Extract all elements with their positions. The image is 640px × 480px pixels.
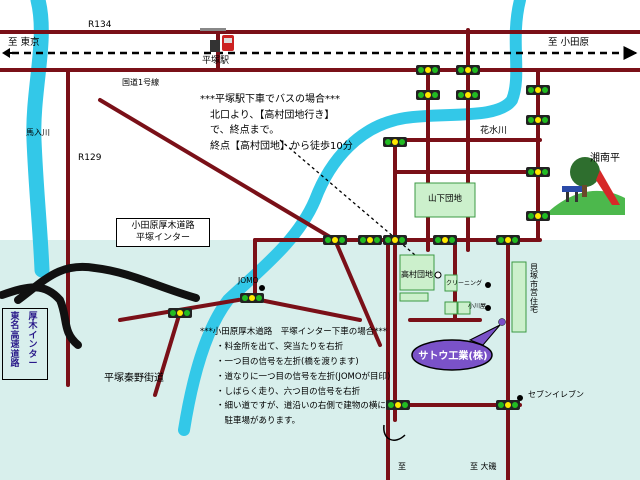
car-directions-line-1: ・料金所を出て、突当たりを右折 — [216, 341, 344, 352]
company-pin — [498, 318, 506, 326]
traffic-signal-icon — [496, 235, 520, 245]
bus-directions-title: ***平塚駅下車でバスの場合*** — [200, 94, 340, 105]
land-shade — [0, 240, 640, 480]
tomei-expressway-label: 東名高速道路 — [10, 312, 20, 370]
traffic-signal-icon — [168, 308, 192, 318]
yamashita-danchi-label: 山下団地 — [428, 194, 463, 204]
car-directions-line-6: 駐車場があります。 — [216, 416, 301, 427]
traffic-signal-icon — [240, 293, 264, 303]
hiratsuka-ic-label: 平塚インター — [135, 232, 190, 243]
tomei-sign: 東名高速道路 厚木インター — [2, 308, 48, 380]
hiratsuka-hadano-road-label: 平塚秦野街道 — [104, 373, 164, 384]
to-oiso-symbol: 至 — [398, 462, 406, 471]
r129-label: R129 — [78, 153, 102, 163]
car-directions-title: ***小田原厚木道路 平塚インター下車の場合*** — [200, 327, 388, 337]
car-directions-line-4: ・しばらく走り、六つ目の信号を右折 — [216, 386, 361, 397]
traffic-signals — [168, 65, 550, 410]
seven-eleven-label: セブンイレブン — [528, 390, 584, 399]
station-label: 平塚駅 — [202, 56, 230, 66]
traffic-signal-icon — [496, 400, 520, 410]
odawara-atsugi-road — [14, 262, 200, 304]
bus-directions-line-3: 終点【高村団地】から徒歩10分 — [210, 140, 353, 152]
traffic-signal-icon — [526, 167, 550, 177]
kaizuka-housing-label: 貝塚市営住宅 — [530, 263, 538, 314]
takamura-danchi-building — [399, 254, 435, 291]
to-oiso-label: 至 大磯 — [470, 462, 497, 471]
kaneiri-river — [26, 0, 50, 278]
car-directions: ***小田原厚木道路 平塚インター下車の場合*** ・料金所を出て、突当たりを右… — [200, 325, 390, 429]
jomo-label: JOMO — [238, 276, 259, 285]
shonan-daira-label: 湘南平 — [590, 153, 620, 164]
car-directions-line-2: ・一つ目の信号を左折(橋を渡ります) — [216, 356, 359, 367]
tomei-expressway — [0, 283, 82, 349]
bus-directions: ***平塚駅下車でバスの場合*** 北口より、【高村団地行き】 で、終点まで。 … — [200, 92, 353, 154]
r134-label: R134 — [88, 20, 112, 30]
car-directions-line-5: ・細い道ですが、道沿いの右側で建物の横に — [216, 401, 386, 412]
traffic-signal-icon — [386, 400, 410, 410]
traffic-signal-icon — [358, 235, 382, 245]
traffic-signal-icon — [456, 65, 480, 75]
traffic-signal-icon — [383, 235, 407, 245]
hanamizu-river — [178, 0, 526, 436]
jomo-dot — [259, 285, 265, 291]
traffic-signal-icon — [416, 90, 440, 100]
traffic-signal-icon — [416, 65, 440, 75]
traffic-signal-icon — [526, 85, 550, 95]
cleaning-label: クリーニング — [446, 280, 483, 287]
yamashita-danchi-building — [414, 182, 476, 218]
hiratsuka-ic-callout: 小田原厚木道路 平塚インター — [116, 218, 210, 248]
traffic-signal-icon — [323, 235, 347, 245]
traffic-signal-icon — [456, 90, 480, 100]
seven-eleven-dot — [517, 395, 523, 401]
cleaning-dot — [485, 282, 491, 288]
traffic-signal-icon — [526, 115, 550, 125]
kaneiri-river-label: 馬入川 — [26, 128, 50, 137]
walking-route — [279, 139, 436, 273]
kaizuka-housing-building — [511, 261, 527, 333]
company-name: サトウ工業(株) — [418, 351, 488, 362]
bus-directions-line-1: 北口より、【高村団地行き】 — [210, 109, 335, 121]
ogawaya-dot — [485, 305, 491, 311]
right-turn-arrow — [383, 424, 406, 441]
odawara-atsugi-road-label: 小田原厚木道路 — [131, 221, 195, 231]
traffic-signal-icon — [526, 211, 550, 221]
tomei-interchange-label: 厚木インター — [28, 312, 38, 370]
to-odawara-label: 至 小田原 — [548, 37, 590, 48]
park-icon — [545, 157, 625, 215]
company-oval — [411, 339, 493, 371]
traffic-signal-icon — [433, 235, 457, 245]
to-tokyo-label: 至 東京 — [8, 37, 40, 48]
takamura-danchi-label: 高村団地 — [401, 270, 433, 279]
bus-stop-dot — [434, 271, 442, 279]
ogawaya-label: 小川屋 — [468, 303, 487, 310]
car-directions-line-3: ・道なりに一つ目の信号を左折(JOMOが目印) — [216, 371, 391, 382]
bus-directions-line-2: で、終点まで。 — [210, 125, 280, 136]
route1-label: 国道1号線 — [122, 78, 160, 87]
traffic-signal-icon — [383, 137, 407, 147]
train-station-icon — [200, 28, 234, 52]
hanamizu-river-label: 花水川 — [480, 126, 508, 136]
